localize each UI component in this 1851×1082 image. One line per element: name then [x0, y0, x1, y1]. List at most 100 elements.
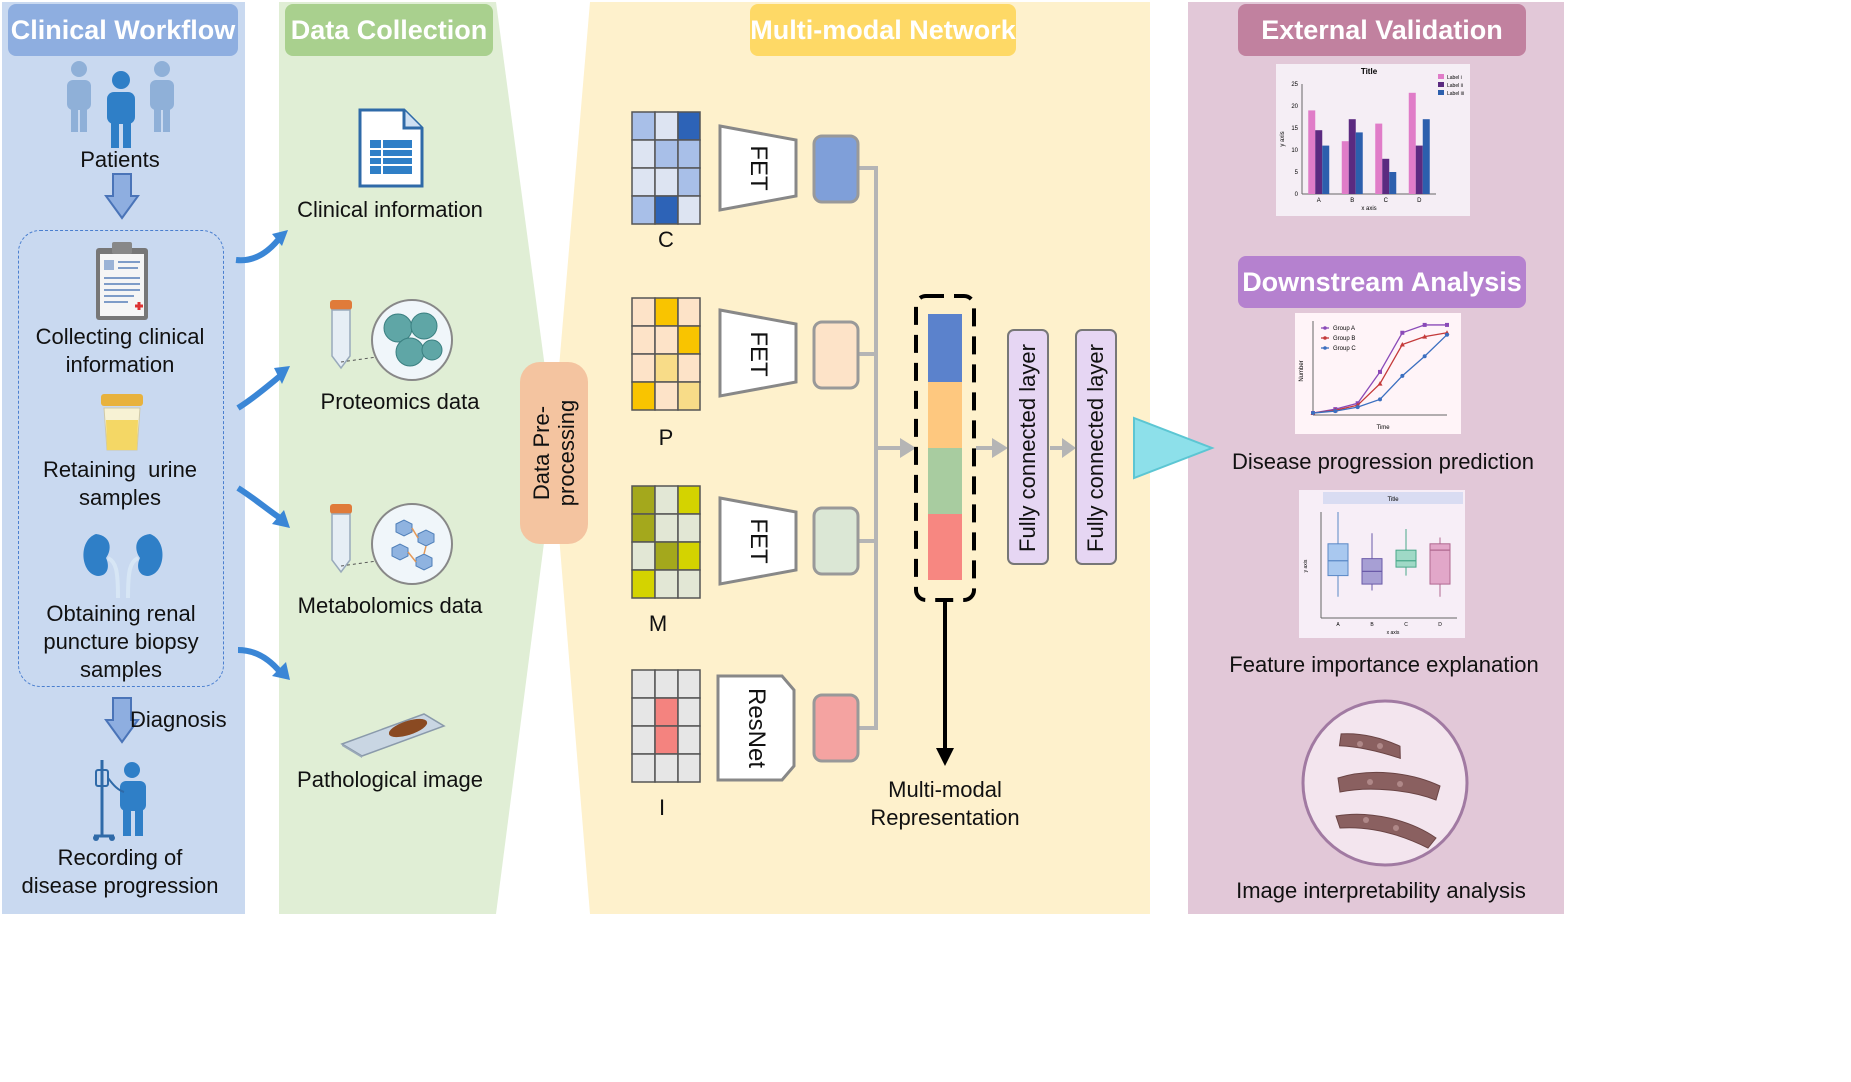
- clipboard-icon: [96, 242, 148, 320]
- series-point: [1400, 330, 1405, 335]
- encoder-label-i: ResNet: [743, 687, 770, 769]
- down-arrow-icon: [104, 173, 140, 220]
- arrow-icon: [235, 230, 288, 264]
- kidneys-icon: [83, 534, 163, 599]
- tissue-circle-icon: [1301, 699, 1469, 867]
- feature-box-i: [812, 693, 860, 763]
- y-axis-label: y axis: [1303, 559, 1309, 572]
- modality-letter-p: P: [658, 425, 674, 450]
- resnet-encoder-i: [716, 674, 796, 782]
- retaining-urine-label: Retaining urine samples: [42, 457, 204, 510]
- encoder-label-c: FET: [745, 145, 772, 191]
- sample-collection-box: [18, 230, 224, 687]
- x-tick-label: B: [1370, 622, 1374, 628]
- y-tick-label: 20: [1291, 104, 1298, 110]
- modality-letter-i: I: [658, 795, 666, 820]
- legend-swatch: [1438, 74, 1444, 79]
- clinical-workflow-panel: [2, 2, 245, 914]
- data-preprocessing-box: [520, 362, 588, 544]
- series-point: [1378, 369, 1382, 374]
- metabolomics-tube-icon: [330, 503, 453, 585]
- box-C: [1395, 549, 1417, 568]
- down-arrow-icon: [104, 697, 140, 744]
- matrix-m: [631, 485, 701, 599]
- legend-label: Label ii: [1447, 83, 1463, 89]
- image-interpretability-label: Image interpretability analysis: [1236, 878, 1526, 903]
- pathological-image-label: Pathological image: [297, 767, 483, 792]
- clinical-workflow-header: Clinical Workflow: [8, 4, 238, 56]
- y-axis-label: y axis: [1280, 131, 1286, 146]
- series-point: [1333, 409, 1338, 414]
- legend-marker: [1323, 326, 1327, 330]
- bar-A-1: [1315, 130, 1323, 194]
- legend-marker: [1323, 336, 1327, 340]
- matrix-p: [631, 297, 701, 411]
- pathology-slide-icon: [340, 713, 446, 758]
- rep-segment-p: [928, 382, 962, 448]
- multimodal-representation-label: Multi-modal Representation: [870, 777, 1020, 830]
- chart-title: Title: [1361, 67, 1378, 76]
- bar-C-1: [1382, 158, 1390, 194]
- proteomics-label: Proteomics data: [320, 389, 480, 414]
- box-A: [1327, 543, 1349, 577]
- downstream-analysis-header: Downstream Analysis: [1238, 256, 1526, 308]
- disease-progression-label: Disease progression prediction: [1231, 449, 1535, 474]
- feature-box-p: [812, 320, 860, 390]
- series-point: [1445, 322, 1449, 327]
- x-tick-label: C: [1384, 198, 1389, 204]
- bar-C-2: [1389, 172, 1397, 194]
- bar-D-2: [1422, 119, 1430, 194]
- legend-swatch: [1438, 90, 1444, 95]
- fet-encoder-c: [718, 124, 798, 212]
- metabolomics-label: Metabolomics data: [297, 593, 483, 618]
- bar-D-0: [1408, 92, 1416, 194]
- bar-B-0: [1341, 141, 1349, 194]
- series-point: [1399, 342, 1405, 347]
- series-point: [1378, 397, 1382, 402]
- series-point: [1311, 411, 1315, 416]
- y-tick-label: 10: [1291, 148, 1298, 154]
- fet-encoder-p: [718, 308, 798, 398]
- bar-B-2: [1355, 132, 1363, 194]
- collecting-clinical-label: Collecting clinical information: [35, 324, 205, 377]
- box-D: [1429, 543, 1451, 585]
- rep-segment-c: [928, 314, 962, 382]
- y-tick-label: 15: [1291, 126, 1298, 132]
- fc-layer-1-box: [1007, 329, 1049, 565]
- matrix-c: [631, 111, 701, 225]
- bar-B-1: [1348, 119, 1356, 194]
- feature-box-m: [812, 506, 860, 576]
- x-tick-label: D: [1438, 622, 1442, 628]
- external-validation-header: External Validation: [1238, 4, 1526, 56]
- x-tick-label: A: [1336, 622, 1340, 628]
- arrow-icon: [237, 647, 290, 680]
- bar-C-0: [1375, 123, 1383, 194]
- legend-label: Group A: [1333, 326, 1355, 332]
- y-tick-label: 0: [1295, 192, 1299, 198]
- legend-label: Group C: [1333, 346, 1356, 352]
- x-tick-label: A: [1317, 198, 1321, 204]
- box-title-bar: [1323, 492, 1463, 504]
- patients-icon: [67, 61, 174, 148]
- multimodal-network-header: Multi-modal Network: [750, 4, 1016, 56]
- obtaining-biopsy-label: Obtaining renal puncture biopsy samples: [43, 601, 199, 682]
- legend-marker: [1323, 346, 1327, 350]
- spreadsheet-icon: [358, 108, 424, 188]
- legend-label: Label iii: [1447, 91, 1464, 97]
- legend-label: Group B: [1333, 336, 1355, 342]
- series-point: [1422, 334, 1428, 339]
- chart-title: Title: [1387, 497, 1399, 503]
- proteomics-tube-icon: [330, 299, 453, 381]
- modality-letter-c: C: [658, 227, 674, 252]
- y-tick-label: 25: [1291, 82, 1298, 88]
- feature-importance-label: Feature importance explanation: [1229, 652, 1539, 677]
- bar-D-1: [1415, 145, 1423, 194]
- arrow-icon: [236, 366, 290, 411]
- series-point: [1355, 405, 1360, 410]
- feature-box-c: [812, 134, 860, 204]
- matrix-i: [631, 669, 701, 783]
- patients-label: Patients: [80, 147, 160, 172]
- encoder-label-p: FET: [745, 331, 772, 377]
